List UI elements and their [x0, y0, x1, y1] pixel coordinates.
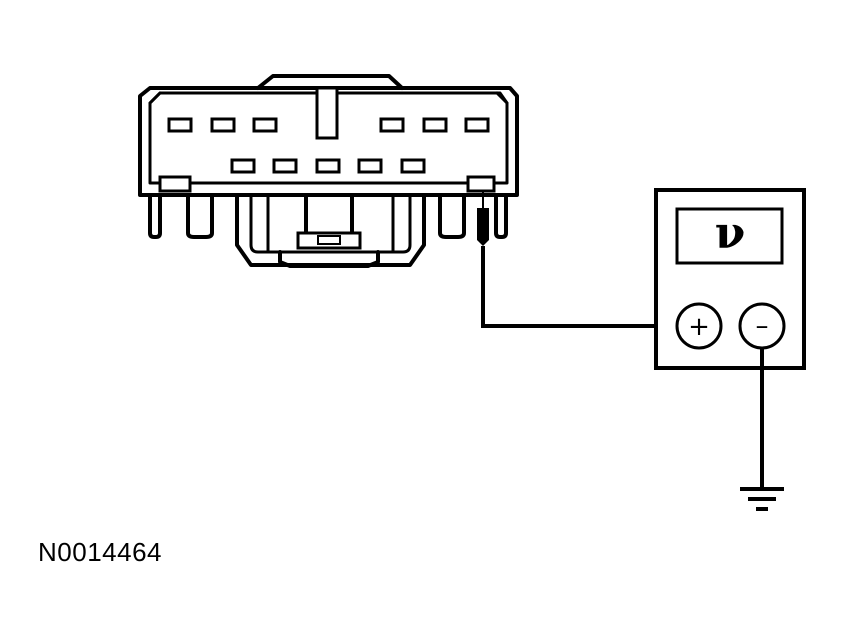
positive-terminal [675, 302, 723, 350]
test-probe-icon [477, 192, 489, 246]
positive-terminal-symbol: + [688, 312, 710, 342]
figure-reference-code: N0014464 [38, 537, 162, 567]
voltmeter-icon: ν + – [654, 188, 806, 370]
multi-pin-connector-icon [138, 74, 519, 268]
ground-symbol-icon [740, 487, 784, 511]
negative-terminal-symbol: – [756, 311, 769, 341]
meter-display-symbol: ν [715, 208, 746, 259]
positive-lead-wire [481, 246, 676, 328]
